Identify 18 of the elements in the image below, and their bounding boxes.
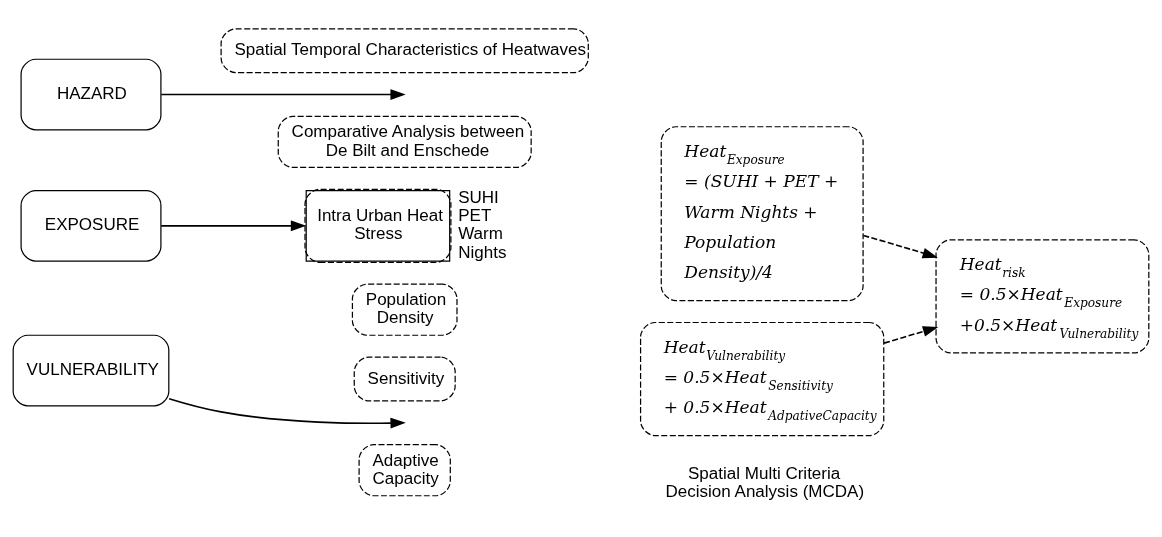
- node-label: SUHI PET Warm Nights: [458, 187, 507, 262]
- arrow: [160, 88, 406, 100]
- node-box: Spatial Temporal Characteristics of Heatwaves: [220, 27, 589, 73]
- arrow: [883, 325, 939, 344]
- node-box: Heat$_{Exposure}$ = (SUHI + PET + Warm Nights + Population Density)/4: [660, 125, 864, 301]
- node-box: Sensitivity: [353, 356, 456, 402]
- node-box: Population Density: [351, 283, 458, 336]
- node-box: Heat$_{Vulnerability}$ = 0.5×Heat$_{Sensitivity}$ + 0.5×Heat$_{AdpativeCapacity}$: [639, 321, 885, 436]
- node-box: Comparative Analysis between De Bilt and Enschede: [277, 115, 532, 168]
- arrow: [862, 234, 938, 258]
- node-box: Heat$_{risk}$ = 0.5×Heat$_{Exposure}$ +0.5×Heat$_{Vulnerability}$: [935, 238, 1150, 353]
- arrow: [160, 219, 307, 231]
- node-box: EXPOSURE: [20, 189, 162, 262]
- arrow: [168, 397, 406, 428]
- node-box: Adaptive Capacity: [358, 443, 451, 496]
- node-box: VULNERABILITY: [12, 334, 170, 406]
- label: Spatial Multi Criteria Decision Analysis (MCDA): [665, 463, 865, 501]
- node-box: HAZARD: [20, 58, 162, 130]
